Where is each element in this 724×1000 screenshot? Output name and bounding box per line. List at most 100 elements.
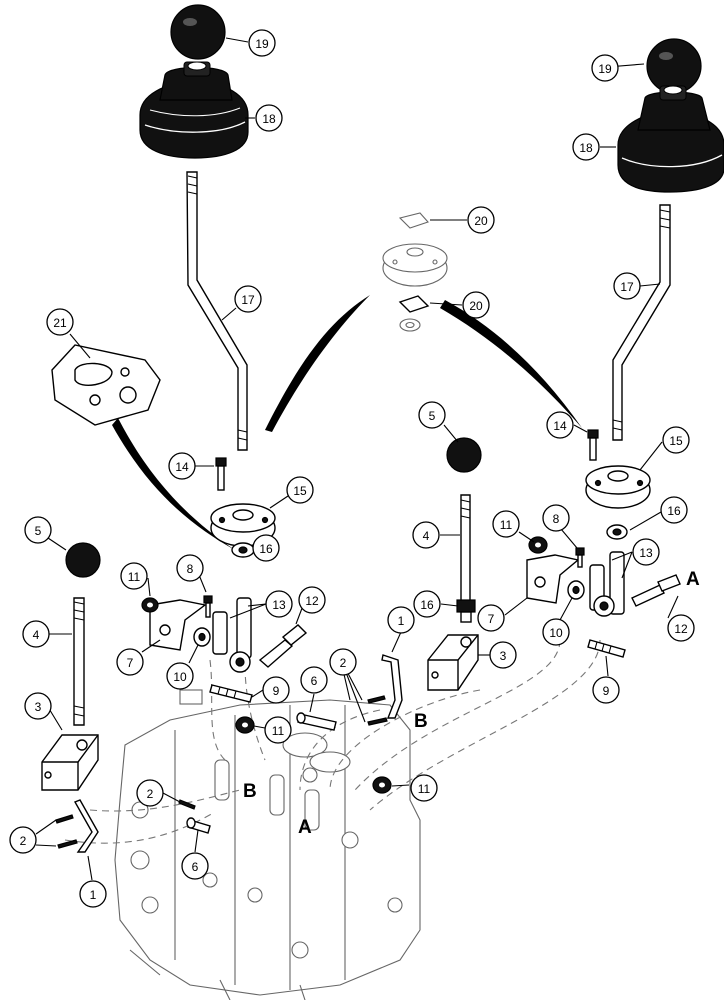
svg-text:14: 14 — [175, 460, 189, 474]
svg-text:18: 18 — [579, 141, 593, 155]
svg-text:5: 5 — [35, 524, 42, 538]
callout-11-left: 11 — [120, 562, 148, 590]
sweep-arrow-right-boot — [440, 300, 582, 428]
callout-15-left: 15 — [286, 476, 314, 504]
svg-text:19: 19 — [598, 62, 612, 76]
callout-16-right: 16 — [660, 496, 688, 524]
stud-12-left — [258, 624, 308, 668]
bolt-9-right — [587, 639, 626, 658]
svg-text:19: 19 — [255, 37, 269, 51]
callout-13-right: 13 — [632, 538, 660, 566]
callout-7-right: 7 — [477, 604, 505, 632]
callout-6-mid: 6 — [300, 666, 328, 694]
washer-20-top — [398, 212, 429, 229]
svg-text:16: 16 — [259, 542, 273, 556]
callout-21: 21 — [46, 308, 74, 336]
svg-text:7: 7 — [127, 656, 134, 670]
callout-2-left-lower: 2 — [20, 834, 27, 848]
callout-8-right: 8 — [542, 504, 570, 532]
svg-text:12: 12 — [305, 594, 319, 608]
right-handle-assembly: A — [526, 38, 724, 658]
callout-2-mid: 2 — [136, 779, 164, 807]
pin-1-mid — [381, 654, 403, 719]
screw-8-right — [575, 547, 585, 568]
ref-letter-b-lower: B — [243, 781, 257, 802]
callout-11-right: 11 — [492, 510, 520, 538]
boot-18-right — [617, 85, 724, 193]
svg-text:2: 2 — [20, 834, 27, 848]
svg-text:21: 21 — [53, 316, 67, 330]
lever-17-right — [612, 204, 671, 441]
callout-14-left: 14 — [168, 452, 196, 480]
ref-letter-a-lower: A — [298, 817, 312, 838]
callout-10-right: 10 — [542, 618, 570, 646]
callout-3-mid: 3 — [489, 641, 517, 669]
callout-3-left: 3 — [24, 692, 52, 720]
plate-15-right — [585, 465, 651, 509]
clips-2-left — [55, 814, 78, 849]
callout-14-right: 14 — [546, 411, 574, 439]
mount-7-left — [149, 599, 207, 651]
rod-4-right — [460, 494, 471, 606]
svg-text:9: 9 — [603, 684, 610, 698]
block-3-left — [41, 734, 99, 791]
callout-12-left: 12 — [298, 586, 326, 614]
callout-11-lower: 11 — [410, 774, 438, 802]
callout-19-left: 19 — [248, 29, 276, 57]
svg-text:1: 1 — [90, 888, 97, 902]
washer-20-bottom — [398, 295, 430, 313]
callout-17-left: 17 — [234, 285, 262, 313]
left-lower-linkage: B A — [41, 542, 392, 853]
svg-text:2: 2 — [340, 656, 347, 670]
links-13-right — [589, 551, 625, 617]
callout-20-bottom: 20 — [462, 291, 490, 319]
sweep-arrow-left-boot — [265, 295, 370, 432]
knob-left — [170, 4, 226, 60]
svg-text:11: 11 — [272, 724, 285, 738]
svg-text:10: 10 — [173, 670, 187, 684]
callout-9-left: 9 — [262, 676, 290, 704]
screw-14-left — [215, 457, 227, 491]
nut-11-lower — [372, 776, 392, 794]
svg-text:8: 8 — [553, 512, 560, 526]
svg-text:20: 20 — [469, 299, 483, 313]
ref-letter-a-right: A — [686, 569, 700, 590]
gasket-21 — [51, 344, 161, 426]
svg-text:16: 16 — [420, 598, 434, 612]
svg-text:6: 6 — [311, 674, 318, 688]
knob-19-right — [646, 38, 702, 94]
svg-text:13: 13 — [639, 546, 653, 560]
callout-5-right: 5 — [418, 401, 446, 429]
callout-1-mid: 1 — [387, 606, 415, 634]
callout-6-left: 6 — [181, 852, 209, 880]
callout-2-left: 2 — [9, 826, 37, 854]
pin-6-left — [296, 712, 337, 731]
stud-12-right — [631, 574, 681, 607]
callout-17-right: 17 — [613, 272, 641, 300]
svg-text:4: 4 — [423, 529, 430, 543]
svg-text:10: 10 — [549, 626, 563, 640]
callout-5-left: 5 — [24, 516, 52, 544]
callout-4-right: 4 — [412, 521, 440, 549]
svg-text:15: 15 — [293, 484, 307, 498]
knob-5-left — [65, 542, 101, 578]
svg-text:5: 5 — [429, 409, 436, 423]
dashed-routing-lines — [64, 639, 601, 844]
svg-text:11: 11 — [418, 782, 431, 796]
callout-19-right: 19 — [591, 54, 619, 82]
svg-text:2: 2 — [20, 834, 27, 848]
nut-center — [399, 318, 421, 332]
control-valve-body — [114, 689, 421, 1000]
center-components: B — [367, 212, 482, 732]
svg-text:11: 11 — [500, 518, 513, 532]
callout-12-right: 12 — [667, 614, 695, 642]
callout-15-right: 15 — [662, 426, 690, 454]
svg-text:2: 2 — [147, 787, 154, 801]
callout-9-right: 9 — [592, 676, 620, 704]
callout-1-left: 1 — [79, 880, 107, 908]
svg-text:20: 20 — [474, 214, 488, 228]
svg-text:3: 3 — [500, 649, 507, 663]
callout-7-left: 7 — [116, 648, 144, 676]
nut-16-mid — [456, 599, 476, 623]
